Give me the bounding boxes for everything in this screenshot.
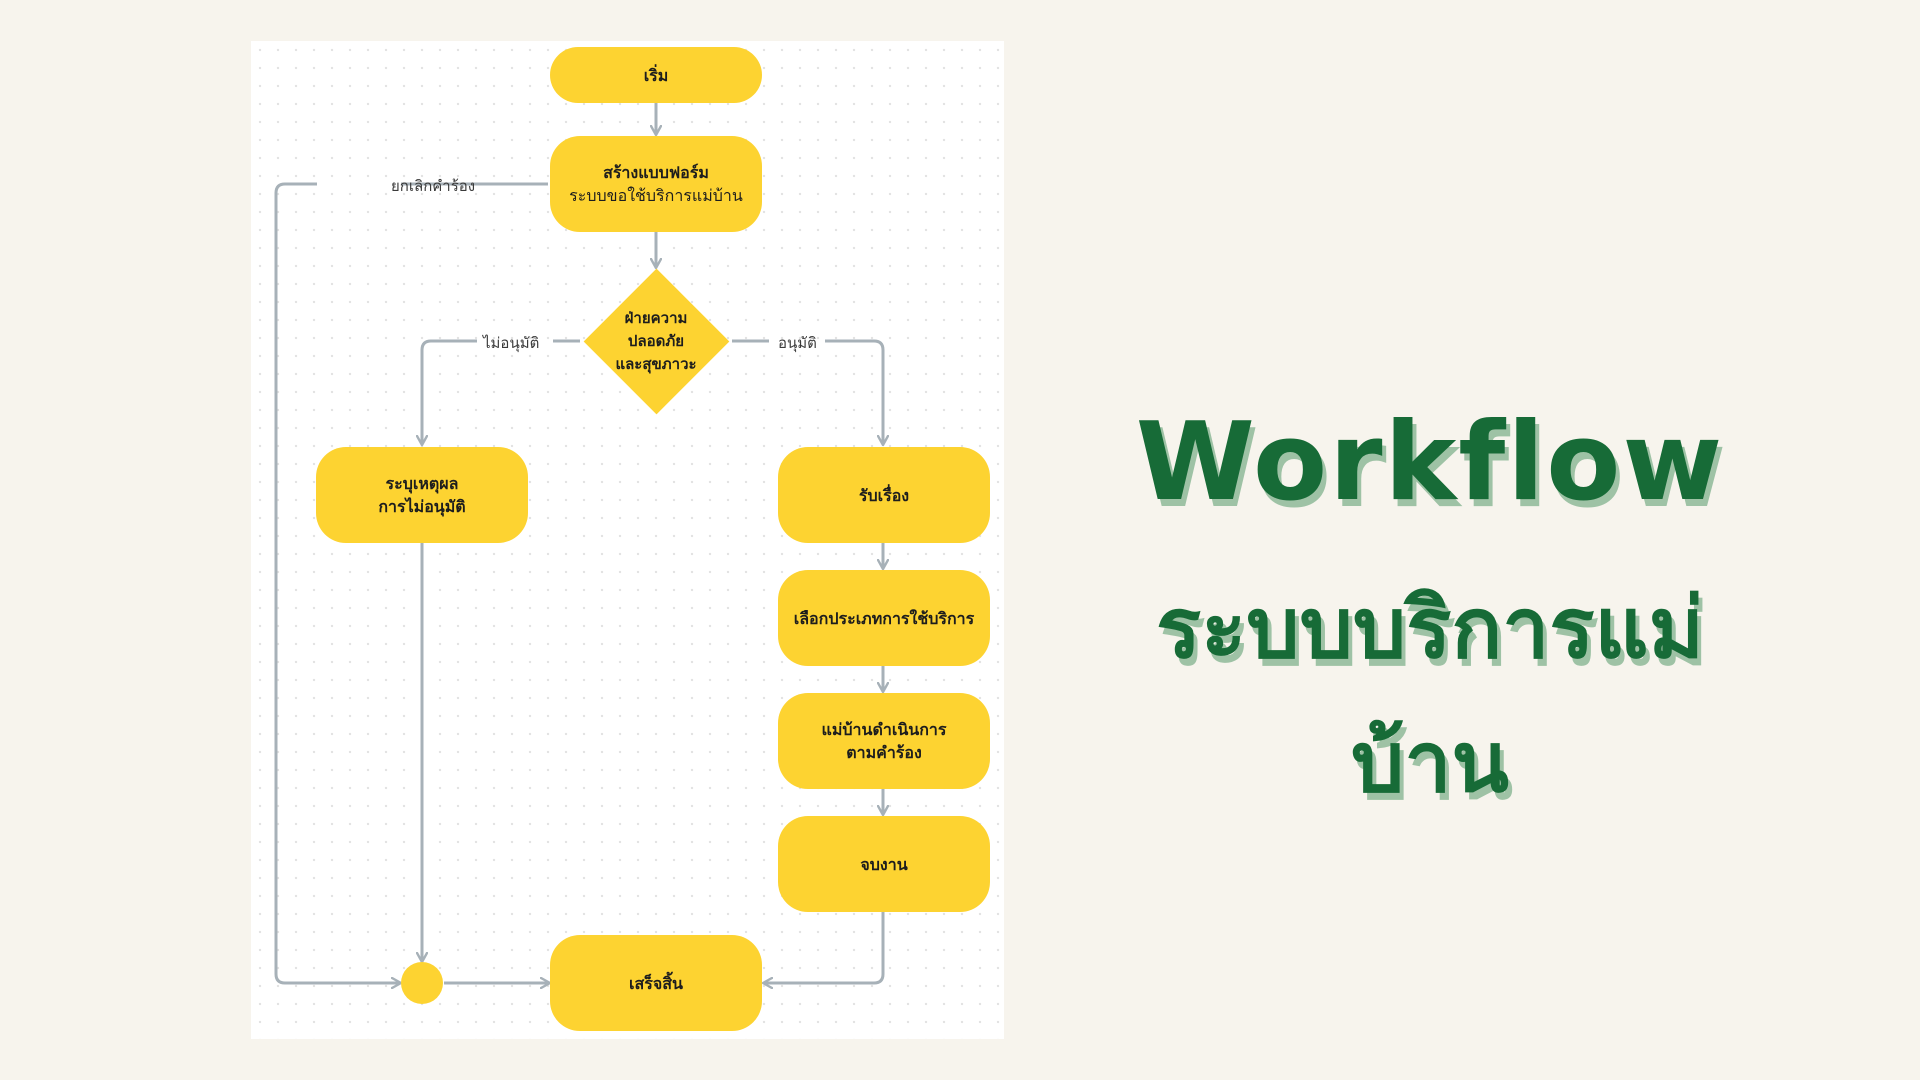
choose-service-node: เลือกประเภทการใช้บริการ bbox=[778, 570, 990, 666]
title-main: Workflow bbox=[1135, 400, 1725, 525]
edge-not-approved bbox=[422, 339, 580, 444]
flowchart-panel: เริ่ม สร้างแบบฟอร์ม ระบบขอใช้บริการแม่บ้… bbox=[251, 41, 1004, 1039]
edge-label-not-approved: ไม่อนุมัติ bbox=[483, 334, 540, 352]
create-form-sublabel: ระบบขอใช้บริการแม่บ้าน bbox=[569, 186, 743, 205]
start-node: เริ่ม bbox=[550, 47, 762, 103]
decision-line-3: และสุขภาวะ bbox=[615, 355, 697, 373]
finish-label: เสร็จสิ้น bbox=[629, 973, 683, 993]
close-job-label: จบงาน bbox=[860, 854, 908, 874]
edge-label-cancel: ยกเลิกคำร้อง bbox=[391, 177, 476, 195]
connector-layer bbox=[274, 103, 1004, 1039]
choose-service-label: เลือกประเภทการใช้บริการ bbox=[793, 608, 975, 628]
edge-label-approved: อนุมัติ bbox=[778, 334, 817, 352]
housekeeper-action-node: แม่บ้านดำเนินการ ตามคำร้อง bbox=[778, 693, 990, 789]
decision-line-2: ปลอดภัย bbox=[627, 332, 685, 350]
reject-reason-line-1: ระบุเหตุผล bbox=[385, 474, 459, 493]
housekeeper-action-line-1: แม่บ้านดำเนินการ bbox=[821, 720, 947, 739]
create-form-label: สร้างแบบฟอร์ม bbox=[603, 163, 709, 182]
create-form-node: สร้างแบบฟอร์ม ระบบขอใช้บริการแม่บ้าน bbox=[550, 136, 762, 232]
receive-node: รับเรื่อง bbox=[778, 447, 990, 543]
merge-node bbox=[401, 962, 443, 1004]
reject-reason-node: ระบุเหตุผล การไม่อนุมัติ bbox=[316, 447, 528, 543]
receive-label: รับเรื่อง bbox=[858, 485, 910, 505]
close-job-node: จบงาน bbox=[778, 816, 990, 912]
edge-cancel bbox=[274, 182, 548, 983]
housekeeper-action-line-2: ตามคำร้อง bbox=[846, 743, 922, 762]
title-sub: ระบบบริการแม่บ้าน bbox=[1156, 579, 1704, 811]
finish-node: เสร็จสิ้น bbox=[550, 935, 762, 1031]
start-label: เริ่ม bbox=[643, 65, 669, 85]
decision-line-1: ฝ่ายความ bbox=[624, 309, 688, 327]
edge-close-to-finish bbox=[764, 911, 885, 983]
reject-reason-line-2: การไม่อนุมัติ bbox=[378, 497, 466, 516]
edge-approved bbox=[732, 339, 883, 444]
decision-label: ฝ่ายความ ปลอดภัย และสุขภาวะ bbox=[596, 307, 716, 376]
